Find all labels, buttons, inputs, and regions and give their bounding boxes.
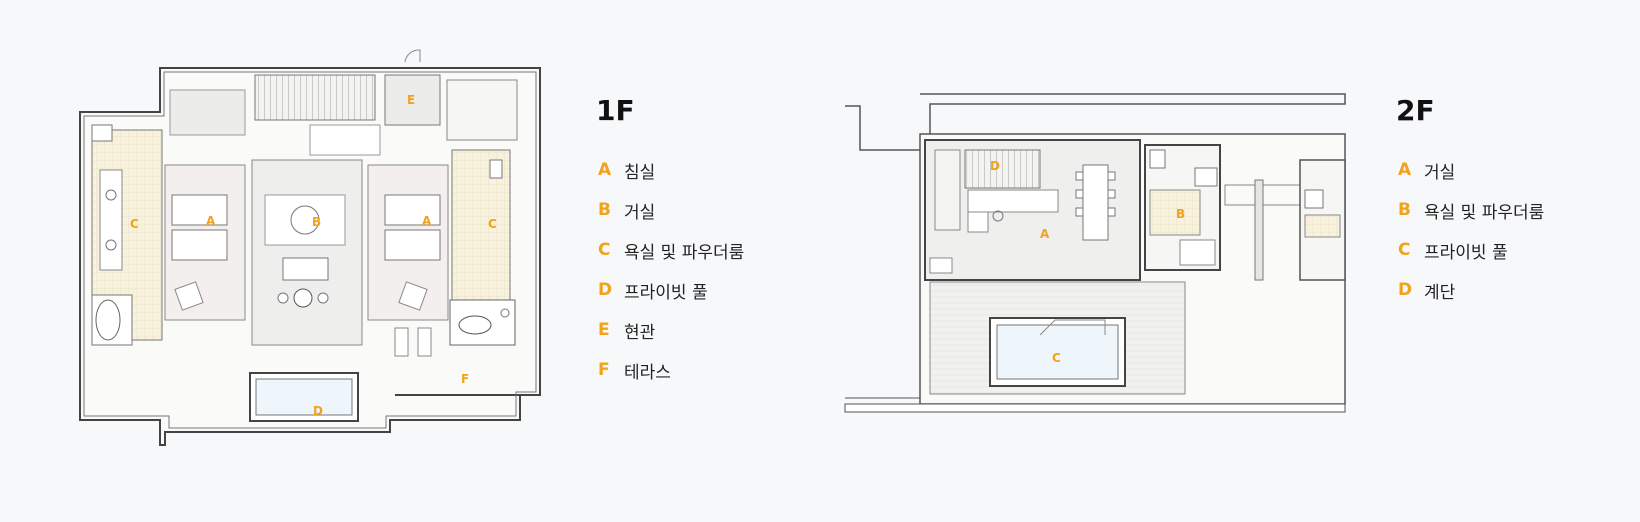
plan2-label-b: B	[1176, 207, 1185, 221]
legend-item: B 욕실 및 파우더룸	[1398, 190, 1544, 230]
plan1-label-f: F	[461, 372, 469, 386]
plan2-label-d: D	[990, 159, 1000, 173]
legend-name: 거실	[1424, 162, 1456, 183]
floor1-title: 1F	[596, 94, 635, 127]
legend-letter: B	[1398, 200, 1411, 220]
legend-name: 욕실 및 파우더룸	[624, 242, 745, 263]
legend-name: 거실	[624, 202, 656, 223]
legend-letter: A	[598, 160, 612, 180]
legend-letter: F	[598, 360, 610, 380]
legend-item: B 거실	[598, 190, 744, 230]
plan1-label-e: E	[407, 93, 415, 107]
plan1-label-a-left: A	[206, 214, 216, 228]
legend-letter: C	[598, 240, 611, 260]
legend-name: 테라스	[624, 362, 671, 383]
legend-item: F 테라스	[598, 350, 744, 390]
plan1-label-c-left: C	[130, 217, 139, 231]
legend-item: E 현관	[598, 310, 744, 350]
legend-letter: B	[598, 200, 611, 220]
legend-letter: C	[1398, 240, 1411, 260]
plan1-label-d: D	[313, 404, 323, 418]
plan1-label-c-right: C	[488, 217, 497, 231]
plan1-label-a-right: A	[422, 214, 432, 228]
plan2-label-c: C	[1052, 351, 1061, 365]
floor2-title: 2F	[1396, 94, 1435, 127]
legend-item: C 프라이빗 풀	[1398, 230, 1544, 270]
floor2-legend: A 거실 B 욕실 및 파우더룸 C 프라이빗 풀 D 계단	[1398, 150, 1544, 310]
legend-name: 프라이빗 풀	[624, 282, 708, 303]
legend-letter: E	[598, 320, 610, 340]
legend-name: 프라이빗 풀	[1424, 242, 1508, 263]
floor2-plan: D A B C	[844, 93, 1346, 413]
legend-name: 욕실 및 파우더룸	[1424, 202, 1545, 223]
legend-item: D 프라이빗 풀	[598, 270, 744, 310]
floor1-plan: E C A B A C F D	[79, 49, 541, 446]
floor1-legend: A 침실 B 거실 C 욕실 및 파우더룸 D 프라이빗 풀 E 현관 F 테라스	[598, 150, 744, 390]
legend-item: C 욕실 및 파우더룸	[598, 230, 744, 270]
legend-letter: D	[1398, 280, 1413, 300]
legend-name: 현관	[624, 322, 656, 343]
legend-item: A 거실	[1398, 150, 1544, 190]
legend-letter: D	[598, 280, 613, 300]
legend-name: 침실	[624, 162, 656, 183]
plan1-label-b: B	[312, 215, 321, 229]
legend-item: D 계단	[1398, 270, 1544, 310]
legend-letter: A	[1398, 160, 1412, 180]
plan2-label-a: A	[1040, 227, 1050, 241]
legend-name: 계단	[1424, 282, 1456, 303]
legend-item: A 침실	[598, 150, 744, 190]
